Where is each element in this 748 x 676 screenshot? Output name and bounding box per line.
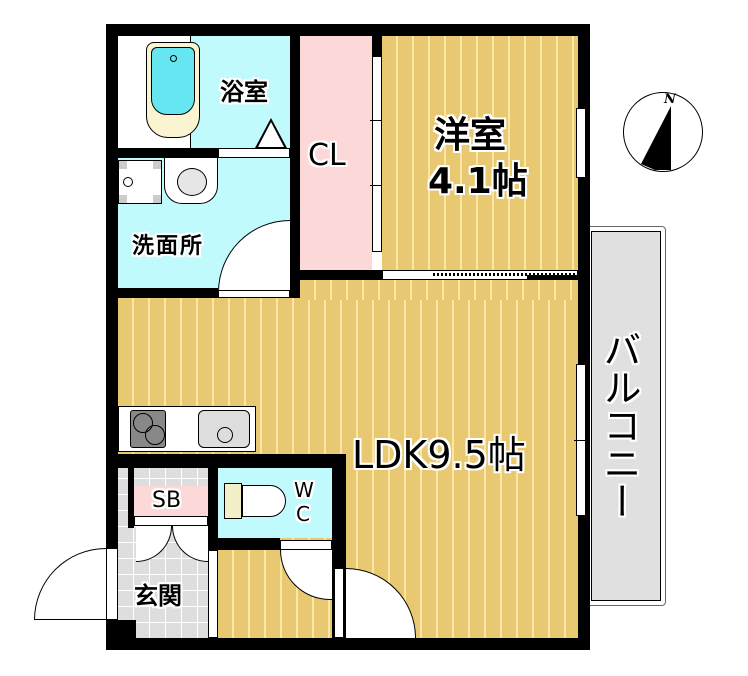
balcony-label: バルコニー — [597, 330, 641, 520]
wall-closet-bottom — [290, 270, 383, 280]
toilet-label-line1: W — [294, 478, 314, 502]
wall-wash-right — [290, 24, 300, 298]
entrance-door-leaf — [106, 548, 118, 620]
ldk-upper — [300, 280, 578, 300]
closet-label: CL — [308, 138, 346, 173]
western-room-label-line1: 洋室 — [434, 115, 507, 156]
shoe-box — [134, 486, 208, 516]
wall-toilet-left — [208, 454, 218, 550]
shoe-box-door-sill — [134, 516, 208, 526]
bathroom-label: 浴室 — [220, 78, 268, 106]
wall-left-upper — [106, 24, 118, 454]
wall-toilet-bottom — [208, 538, 280, 550]
ldk-window-tick — [574, 440, 588, 441]
kitchen-sink-icon — [198, 410, 250, 448]
wall-kitchen-bottom — [106, 454, 346, 468]
toilet-label-line2: C — [296, 502, 310, 526]
shoe-box-label: SB — [152, 488, 182, 513]
compass — [623, 92, 703, 172]
compass-north-label: N — [664, 92, 676, 107]
compass-needle-icon — [641, 106, 671, 170]
washing-machine-icon — [118, 160, 162, 204]
wall-entrance-corner — [106, 620, 136, 650]
entrance-hall-door-leaf — [208, 550, 218, 638]
western-room-window[interactable] — [576, 108, 586, 178]
entrance-door-swing[interactable] — [34, 548, 106, 620]
washroom-label: 洗面所 — [132, 234, 205, 259]
western-room — [382, 36, 578, 270]
wall-closet-right-top — [372, 36, 382, 56]
sink-icon — [164, 158, 218, 204]
bathtub-icon — [146, 42, 200, 138]
ldk-door-leaf — [334, 568, 344, 638]
washroom-door-sill — [218, 290, 290, 298]
wall-bottom — [106, 638, 590, 650]
western-room-label-line2: 4.1帖 — [428, 161, 528, 202]
closet-door-tick — [370, 120, 384, 121]
closet — [300, 36, 372, 272]
bath-door-triangle-fill — [258, 122, 284, 147]
closet-sliding-door[interactable] — [372, 56, 382, 252]
wall-bath-bottom — [106, 148, 218, 158]
western-room-sliding-door[interactable] — [382, 270, 578, 280]
toilet-icon — [224, 483, 286, 519]
bath-door-sill — [218, 148, 290, 158]
wall-wash-bottom — [106, 288, 218, 298]
wall-top — [106, 24, 590, 36]
ldk-label: LDK9.5帖 — [352, 433, 526, 477]
balcony — [586, 226, 666, 606]
wall-shoebox-left — [128, 468, 134, 528]
stove-icon — [130, 410, 166, 448]
toilet-door-sill — [280, 540, 332, 550]
closet-door-tick — [370, 185, 384, 186]
entrance-label: 玄関 — [134, 582, 182, 610]
